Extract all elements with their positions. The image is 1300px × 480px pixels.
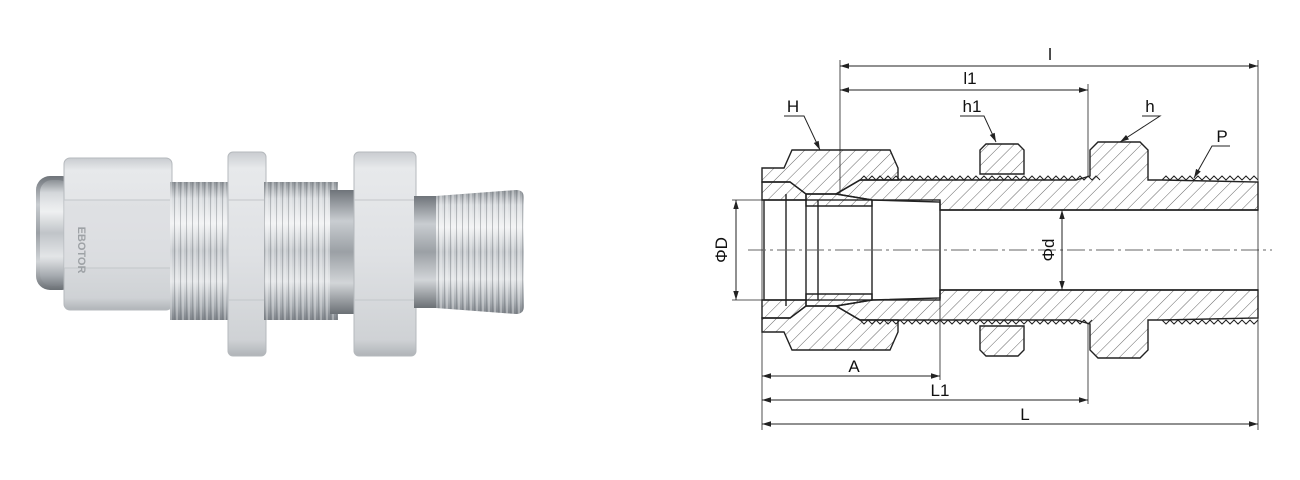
label-l1: l1 (963, 69, 976, 88)
leader-h (1119, 115, 1162, 143)
leader-H (784, 115, 821, 151)
label-L1: L1 (931, 381, 950, 400)
fitting-photo: EBOTOR (36, 151, 524, 357)
pipe-thread-upper (1161, 175, 1259, 181)
label-H: H (787, 97, 799, 116)
dimension-labels: l l1 H h1 h P ΦD Φd A L1 L (712, 45, 1228, 424)
dimension-lines (733, 63, 1258, 427)
thread-lower (859, 319, 1093, 325)
body-hex (353, 151, 417, 357)
threaded-body-left (170, 182, 232, 320)
cross-section (761, 141, 1259, 359)
male-thread-end (414, 190, 524, 314)
panel-nut-bottom (979, 325, 1025, 357)
panel-nut-top (979, 143, 1025, 175)
label-l: l (1048, 45, 1052, 64)
label-L: L (1020, 405, 1029, 424)
label-h: h (1145, 97, 1154, 116)
label-d: Φd (1039, 238, 1058, 261)
leader-h1 (960, 115, 997, 143)
pipe-thread-lower (1161, 319, 1259, 325)
thread-upper (859, 175, 1101, 181)
label-A: A (848, 357, 860, 376)
label-D: ΦD (712, 237, 731, 263)
extension-lines (732, 60, 1259, 430)
label-P: P (1216, 127, 1227, 146)
nut-hex: EBOTOR (63, 157, 173, 311)
brand-mark: EBOTOR (75, 227, 87, 274)
leader-P (1193, 145, 1230, 179)
label-h1: h1 (963, 97, 982, 116)
threaded-body-middle (264, 182, 358, 320)
